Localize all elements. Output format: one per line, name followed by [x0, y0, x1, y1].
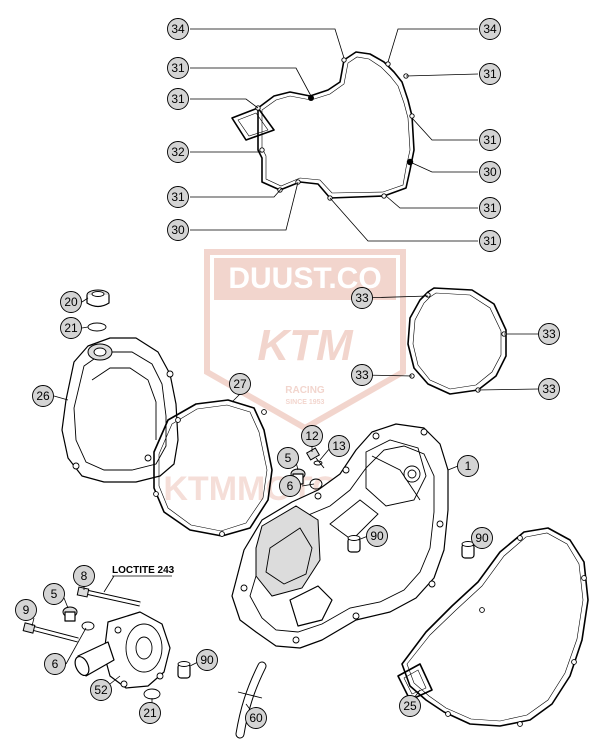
callouts: 34 34 31 31 31 32 31 31 30 31 31 30 31 2… [15, 18, 560, 729]
svg-text:21: 21 [64, 321, 78, 335]
callout-32: 32 [167, 141, 189, 163]
svg-text:34: 34 [483, 22, 497, 36]
top-gasket [231, 51, 415, 201]
clutch-cover [231, 423, 449, 649]
svg-text:90: 90 [200, 653, 214, 667]
svg-text:31: 31 [171, 190, 185, 204]
svg-text:20: 20 [64, 295, 78, 309]
callout-31-d: 31 [479, 129, 501, 151]
svg-text:13: 13 [332, 439, 346, 453]
callout-34-left: 34 [167, 18, 189, 40]
callout-6-lower: 6 [44, 653, 66, 675]
dowel-sleeve-center [347, 535, 361, 553]
inspection-screw [305, 447, 325, 469]
svg-text:52: 52 [94, 683, 108, 697]
side-cover [61, 337, 179, 483]
callout-90-pump: 90 [196, 649, 218, 671]
svg-text:8: 8 [81, 569, 88, 583]
callout-5-lower: 5 [43, 583, 65, 605]
clutch-cover-gasket [397, 527, 589, 727]
callout-31-a: 31 [167, 57, 189, 79]
watermark-brand: KTM [257, 321, 354, 370]
dowel-sleeve-pump [177, 661, 191, 679]
callout-31-c: 31 [167, 88, 189, 110]
svg-text:31: 31 [483, 67, 497, 81]
svg-text:31: 31 [171, 92, 185, 106]
watermark-racing: RACING [285, 385, 325, 396]
callout-33-c: 33 [351, 364, 373, 386]
callout-30-left: 30 [167, 219, 189, 241]
svg-text:31: 31 [483, 133, 497, 147]
callout-33-d: 33 [538, 378, 560, 400]
callout-21-top: 21 [60, 317, 82, 339]
svg-text:31: 31 [483, 234, 497, 248]
loctite-note-text: LOCTITE 243 [112, 565, 175, 576]
svg-text:31: 31 [483, 201, 497, 215]
loctite-note: LOCTITE 243 [103, 565, 175, 593]
dowel-sleeve-right [461, 541, 475, 559]
callout-31-e: 31 [167, 186, 189, 208]
callout-8: 8 [73, 565, 95, 587]
callout-1: 1 [457, 455, 479, 477]
svg-text:32: 32 [171, 145, 185, 159]
vent-hose [235, 661, 267, 739]
watermark-since: SINCE 1953 [286, 399, 325, 406]
callout-25: 25 [399, 695, 421, 717]
svg-text:30: 30 [483, 165, 497, 179]
callout-33-b: 33 [538, 323, 560, 345]
leader-lines [31, 28, 539, 713]
svg-text:1: 1 [465, 459, 472, 473]
svg-text:60: 60 [249, 711, 263, 725]
callout-5-upper: 5 [277, 447, 299, 469]
callout-90-right: 90 [471, 527, 493, 549]
svg-text:21: 21 [143, 706, 157, 720]
svg-text:34: 34 [171, 22, 185, 36]
svg-text:33: 33 [355, 368, 369, 382]
callout-27: 27 [229, 373, 251, 395]
callout-12: 12 [301, 425, 323, 447]
svg-text:90: 90 [475, 531, 489, 545]
svg-text:27: 27 [233, 377, 247, 391]
callout-6-upper: 6 [279, 475, 301, 497]
callout-52: 52 [90, 679, 112, 701]
callout-30-right: 30 [479, 161, 501, 183]
bolt-long [76, 586, 141, 607]
pump-o-ring [143, 688, 161, 700]
water-pump-cover [74, 611, 171, 689]
svg-text:12: 12 [305, 429, 319, 443]
callout-13: 13 [328, 435, 350, 457]
svg-text:6: 6 [52, 657, 59, 671]
bolt-short [22, 622, 79, 643]
svg-text:31: 31 [171, 61, 185, 75]
callout-26: 26 [32, 385, 54, 407]
callout-31-b: 31 [479, 63, 501, 85]
svg-text:33: 33 [355, 291, 369, 305]
callout-20: 20 [60, 291, 82, 313]
callout-31-f: 31 [479, 197, 501, 219]
callout-34-right: 34 [479, 18, 501, 40]
svg-text:33: 33 [542, 382, 556, 396]
o-ring [87, 322, 107, 332]
callout-33-a: 33 [351, 287, 373, 309]
svg-text:25: 25 [403, 699, 417, 713]
svg-text:9: 9 [23, 603, 30, 617]
callout-9: 9 [15, 599, 37, 621]
svg-text:6: 6 [287, 479, 294, 493]
svg-text:90: 90 [370, 529, 384, 543]
callout-90-center: 90 [366, 525, 388, 547]
drain-plug-lower [62, 606, 95, 631]
ignition-cover-gasket [407, 287, 507, 395]
svg-text:33: 33 [542, 327, 556, 341]
svg-text:5: 5 [51, 587, 58, 601]
svg-text:26: 26 [36, 389, 50, 403]
svg-text:5: 5 [285, 451, 292, 465]
callout-60: 60 [245, 707, 267, 729]
filler-plug [86, 289, 110, 308]
callout-21-bottom: 21 [139, 702, 161, 724]
svg-text:30: 30 [171, 223, 185, 237]
callout-31-g: 31 [479, 230, 501, 252]
